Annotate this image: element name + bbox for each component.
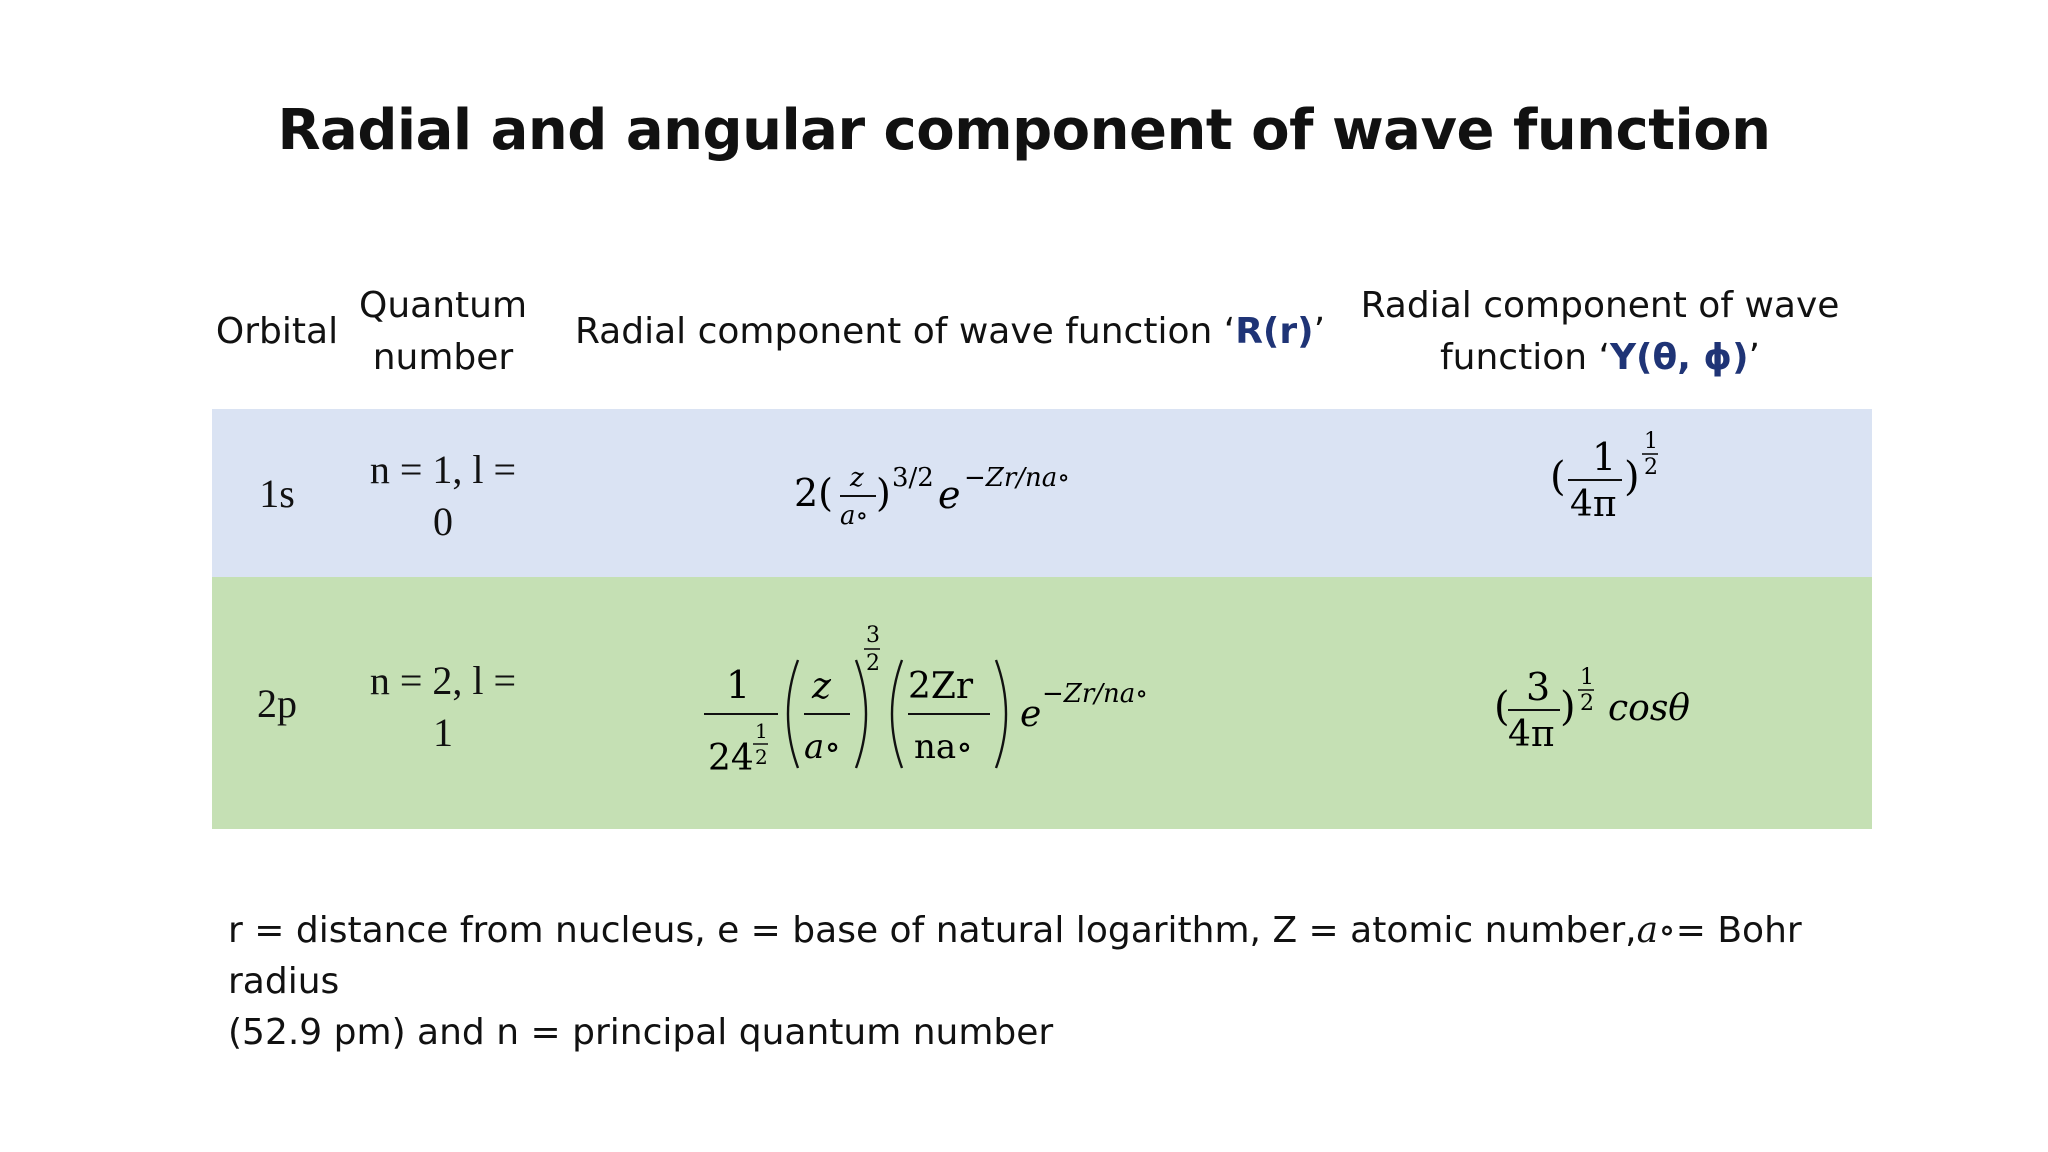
cell-quantum-2p: n = 2, l = 1 xyxy=(338,655,548,759)
footer-line2: (52.9 pm) and n = principal quantum numb… xyxy=(228,1012,1054,1053)
r2p-f1-exp-den: 2 xyxy=(755,745,768,769)
r1s-e: e xyxy=(938,473,961,517)
y1s-open: ( xyxy=(1550,454,1566,500)
r1s-e-exp: −Zr/na∘ xyxy=(964,463,1070,493)
quantum-1s-line1: n = 1, l = xyxy=(369,447,517,492)
footer-legend: r = distance from nucleus, e = base of n… xyxy=(228,905,1868,1058)
header-angular-suffix: ’ xyxy=(1748,337,1760,378)
r1s-num: z xyxy=(849,463,864,493)
r1s-coef: 2( xyxy=(794,471,833,515)
r2p-f2-exp-den: 2 xyxy=(866,651,880,676)
formula-radial-2p-svg: 1 24 1 2 z a∘ 3 2 2Zr na∘ e −Zr/na∘ xyxy=(704,623,1148,779)
header-radial-suffix: ’ xyxy=(1313,311,1326,352)
footer-bohr-symbol: a∘ xyxy=(1636,910,1676,951)
r2p-f3-den: na∘ xyxy=(914,727,973,767)
formula-angular-2p-svg: ( 3 4π ) 1 2 cosθ xyxy=(1494,665,1690,755)
header-angular-prefix: function ‘ xyxy=(1440,337,1610,378)
header-quantum-line2: number xyxy=(372,337,514,378)
orbital-1s-label: 1s xyxy=(259,471,295,516)
y1s-exp-num: 1 xyxy=(1644,429,1658,454)
header-radial-symbol: R(r) xyxy=(1235,311,1314,352)
y2p-exp-num: 1 xyxy=(1580,665,1594,690)
r2p-f1-den: 24 xyxy=(708,738,754,779)
r2p-f3-num: 2Zr xyxy=(908,666,974,707)
r2p-f3-paren-left xyxy=(890,659,904,769)
header-quantum-line1: Quantum xyxy=(358,285,528,326)
y1s-num: 1 xyxy=(1592,435,1616,479)
formula-angular-1s-svg: ( 1 4π ) 1 2 xyxy=(1550,429,1658,525)
r2p-f2-exp-num: 3 xyxy=(866,623,880,648)
table-row-2p xyxy=(212,577,1872,829)
y2p-num: 3 xyxy=(1526,665,1550,709)
y1s-exp-den: 2 xyxy=(1644,455,1658,480)
r1s-exp: 3/2 xyxy=(892,463,934,493)
r2p-e: e xyxy=(1020,694,1041,735)
y2p-open: ( xyxy=(1494,684,1510,730)
formula-angular-1s: ( 1 4π ) 1 2 xyxy=(1550,418,1690,528)
header-orbital-label: Orbital xyxy=(215,311,339,352)
r2p-f2-num: z xyxy=(811,666,832,707)
header-angular: Radial component of wave function ‘Y(θ, … xyxy=(1340,280,1860,384)
y1s-close: ) xyxy=(1624,454,1640,500)
y2p-close: ) xyxy=(1560,684,1576,730)
y2p-trig: cosθ xyxy=(1608,688,1690,729)
formula-radial-1s: 2( z a∘ ) 3/2 e −Zr/na∘ xyxy=(790,446,1110,546)
cell-quantum-1s: n = 1, l = 0 xyxy=(338,444,548,548)
footer-line1-a: r = distance from nucleus, e = base of n… xyxy=(228,910,1637,951)
footer-line1: r = distance from nucleus, e = base of n… xyxy=(228,905,1868,1007)
y2p-exp-den: 2 xyxy=(1580,691,1594,716)
header-angular-line2: function ‘Y(θ, ϕ)’ xyxy=(1340,332,1860,384)
r1s-den: a∘ xyxy=(840,501,868,531)
r1s-close: ) xyxy=(876,471,891,515)
formula-radial-1s-svg: 2( z a∘ ) 3/2 e −Zr/na∘ xyxy=(794,463,1070,531)
r2p-f1-exp-num: 1 xyxy=(755,719,768,743)
y1s-den: 4π xyxy=(1570,484,1617,525)
header-angular-symbol: Y(θ, ϕ) xyxy=(1609,337,1749,378)
quantum-1s-line2: 0 xyxy=(433,499,453,544)
r2p-f1-num: 1 xyxy=(726,663,750,707)
y2p-den: 4π xyxy=(1508,714,1555,755)
header-quantum-number: Quantum number xyxy=(348,280,538,384)
orbital-2p-label: 2p xyxy=(257,681,297,726)
r2p-f2-paren-left xyxy=(786,659,800,769)
r2p-e-exp: −Zr/na∘ xyxy=(1042,679,1148,709)
cell-orbital-1s: 1s xyxy=(212,470,342,517)
quantum-2p-line1: n = 2, l = xyxy=(369,658,517,703)
footer-line1-b: = Bohr radius xyxy=(228,910,1802,1002)
table-row-1s xyxy=(212,409,1872,577)
quantum-2p-line2: 1 xyxy=(433,710,453,755)
r2p-f2-den: a∘ xyxy=(804,727,841,767)
r2p-f2-paren-right xyxy=(854,659,868,769)
formula-angular-2p: ( 3 4π ) 1 2 cosθ xyxy=(1494,650,1734,760)
slide-title: Radial and angular component of wave fun… xyxy=(277,98,1771,163)
header-orbital: Orbital xyxy=(212,306,342,358)
header-angular-line1: Radial component of wave xyxy=(1360,285,1840,326)
cell-orbital-2p: 2p xyxy=(212,680,342,727)
header-radial-prefix: Radial component of wave function ‘ xyxy=(574,311,1236,352)
formula-radial-2p: 1 24 1 2 z a∘ 3 2 2Zr na∘ e −Zr/na∘ xyxy=(700,620,1180,800)
header-radial: Radial component of wave function ‘R(r)’ xyxy=(560,306,1340,358)
r2p-f3-paren-right xyxy=(994,659,1008,769)
